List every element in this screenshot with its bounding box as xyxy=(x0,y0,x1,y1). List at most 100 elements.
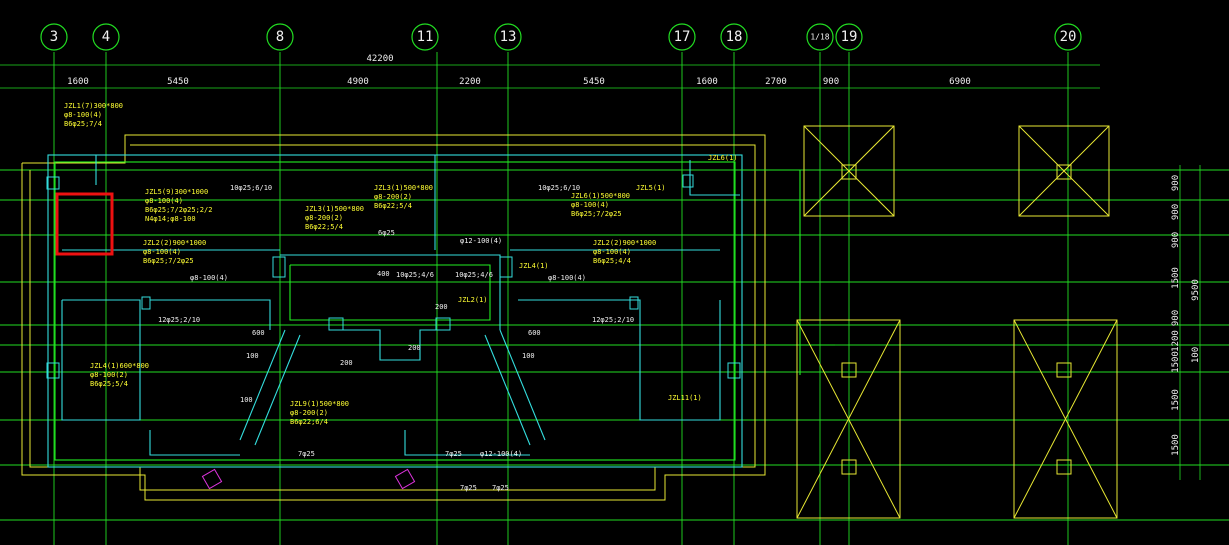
note-51: 400 xyxy=(377,270,390,278)
right-dim-3: 900 xyxy=(1171,232,1181,248)
note-22: B6φ25;4/4 xyxy=(593,257,631,265)
note-46: 7φ25 xyxy=(460,484,477,492)
note-49: 200 xyxy=(340,359,353,367)
note-3: B6φ25;7/4 xyxy=(64,120,102,128)
note-33: 10φ25;4/6 xyxy=(396,271,434,279)
note-43: φ8-100(4) xyxy=(548,274,586,282)
right-dimension-chain: 900 900 900 1500 900 1200 1500 1500 1500… xyxy=(1171,165,1201,480)
beam-annotations: JZL1(7)300*800 φ8-100(4) B6φ25;7/4 JZL5(… xyxy=(64,102,738,492)
note-56: 100 xyxy=(240,396,253,404)
svg-text:4: 4 xyxy=(102,29,110,45)
svg-text:13: 13 xyxy=(500,29,517,45)
axis-bubble-17[interactable]: 17 xyxy=(668,23,696,51)
note-18: φ8-100(4) xyxy=(571,201,609,209)
note-53: 600 xyxy=(528,329,541,337)
note-24: φ8-100(2) xyxy=(90,371,128,379)
top-dimension-chain: 42200 1600 5450 4900 2200 5450 1600 2700… xyxy=(0,54,1100,89)
note-6: B6φ25;7/2φ25;2/2 xyxy=(145,206,212,214)
note-8: JZL2(2)900*1000 xyxy=(143,239,206,247)
note-32: φ12-100(4) xyxy=(460,237,502,245)
note-48: φ12-100(4) xyxy=(480,450,522,458)
note-21: φ8-100(4) xyxy=(593,248,631,256)
axis-bubble-11[interactable]: 11 xyxy=(411,23,439,51)
horizontal-grid-lines xyxy=(0,169,1229,521)
axis-bubble-4[interactable]: 4 xyxy=(92,23,120,51)
note-36: 12φ25;2/10 xyxy=(592,316,634,324)
svg-text:8: 8 xyxy=(276,29,284,45)
span-label-2: 5450 xyxy=(167,77,189,87)
independent-footings xyxy=(796,125,1118,519)
right-dim-9: 1500 xyxy=(1171,434,1181,456)
axis-bubble-8[interactable]: 8 xyxy=(266,23,294,51)
note-45: 7φ25 xyxy=(445,450,462,458)
vertical-grid-lines xyxy=(53,52,1069,545)
note-57: 200 xyxy=(408,344,421,352)
svg-text:18: 18 xyxy=(726,29,743,45)
structural-walls xyxy=(47,154,835,468)
axis-bubble-1-18[interactable]: 1/18 xyxy=(806,23,834,51)
axis-bubble-13[interactable]: 13 xyxy=(494,23,522,51)
note-1: JZL1(7)300*800 xyxy=(64,102,123,110)
note-20: JZL2(2)900*1000 xyxy=(593,239,656,247)
svg-text:3: 3 xyxy=(50,29,58,45)
span-label-9: 6900 xyxy=(949,77,971,87)
right-dim-5: 900 xyxy=(1171,310,1181,326)
right-dim-total: 9500 xyxy=(1191,279,1201,301)
note-38: JZL5(1) xyxy=(636,184,666,192)
right-dim-small: 100 xyxy=(1191,347,1201,363)
note-26: JZL9(1)500*800 xyxy=(290,400,349,408)
note-14: JZL3(1)500*800 xyxy=(374,184,433,192)
note-9: φ8-100(4) xyxy=(143,248,181,256)
note-13: B6φ22;5/4 xyxy=(305,223,343,231)
note-4: JZL5(9)300*1000 xyxy=(145,188,208,196)
note-28: B6φ22;6/4 xyxy=(290,418,328,426)
note-50: 200 xyxy=(435,303,448,311)
span-label-5: 5450 xyxy=(583,77,605,87)
note-54: 100 xyxy=(246,352,259,360)
columns xyxy=(46,174,741,379)
note-29: 10φ25;6/10 xyxy=(230,184,272,192)
note-47: 7φ25 xyxy=(492,484,509,492)
selection-highlight-box xyxy=(55,192,114,256)
span-label-4: 2200 xyxy=(459,77,481,87)
right-dim-2: 900 xyxy=(1171,204,1181,220)
span-label-7: 2700 xyxy=(765,77,787,87)
span-label-3: 4900 xyxy=(347,77,369,87)
note-23: JZL4(1)600*800 xyxy=(90,362,149,370)
note-7: N4φ14;φ8-100 xyxy=(145,215,196,223)
note-40: JZL11(1) xyxy=(668,394,702,402)
note-52: 600 xyxy=(252,329,265,337)
note-31: 6φ25 xyxy=(378,229,395,237)
svg-text:1/18: 1/18 xyxy=(810,33,829,42)
svg-text:11: 11 xyxy=(417,29,434,45)
axis-bubble-20[interactable]: 20 xyxy=(1054,23,1082,51)
svg-text:17: 17 xyxy=(674,29,691,45)
right-dim-6: 1200 xyxy=(1171,330,1181,352)
note-25: B6φ25;5/4 xyxy=(90,380,128,388)
note-11: JZL3(1)500*800 xyxy=(305,205,364,213)
note-15: φ8-200(2) xyxy=(374,193,412,201)
note-27: φ8-200(2) xyxy=(290,409,328,417)
svg-text:20: 20 xyxy=(1060,29,1077,45)
axis-bubble-3[interactable]: 3 xyxy=(40,23,68,51)
right-dim-7: 1500 xyxy=(1171,351,1181,373)
span-label-8: 900 xyxy=(823,77,839,87)
note-35: 12φ25;2/10 xyxy=(158,316,200,324)
note-42: φ8-100(4) xyxy=(190,274,228,282)
svg-text:19: 19 xyxy=(841,29,858,45)
note-2: φ8-100(4) xyxy=(64,111,102,119)
note-41: JZL4(1) xyxy=(519,262,549,270)
axis-bubbles: 3 4 8 11 13 17 18 1/18 19 20 xyxy=(40,23,1082,51)
span-label-6: 1600 xyxy=(696,77,718,87)
note-17: JZL6(1)500*800 xyxy=(571,192,630,200)
right-dim-1: 900 xyxy=(1171,175,1181,191)
axis-bubble-18[interactable]: 18 xyxy=(720,23,748,51)
note-12: φ8-200(2) xyxy=(305,214,343,222)
note-39: JZL2(1) xyxy=(458,296,488,304)
right-dim-8: 1500 xyxy=(1171,389,1181,411)
note-55: 100 xyxy=(522,352,535,360)
axis-bubble-19[interactable]: 19 xyxy=(835,23,863,51)
span-label-1: 1600 xyxy=(67,77,89,87)
note-44: 7φ25 xyxy=(298,450,315,458)
